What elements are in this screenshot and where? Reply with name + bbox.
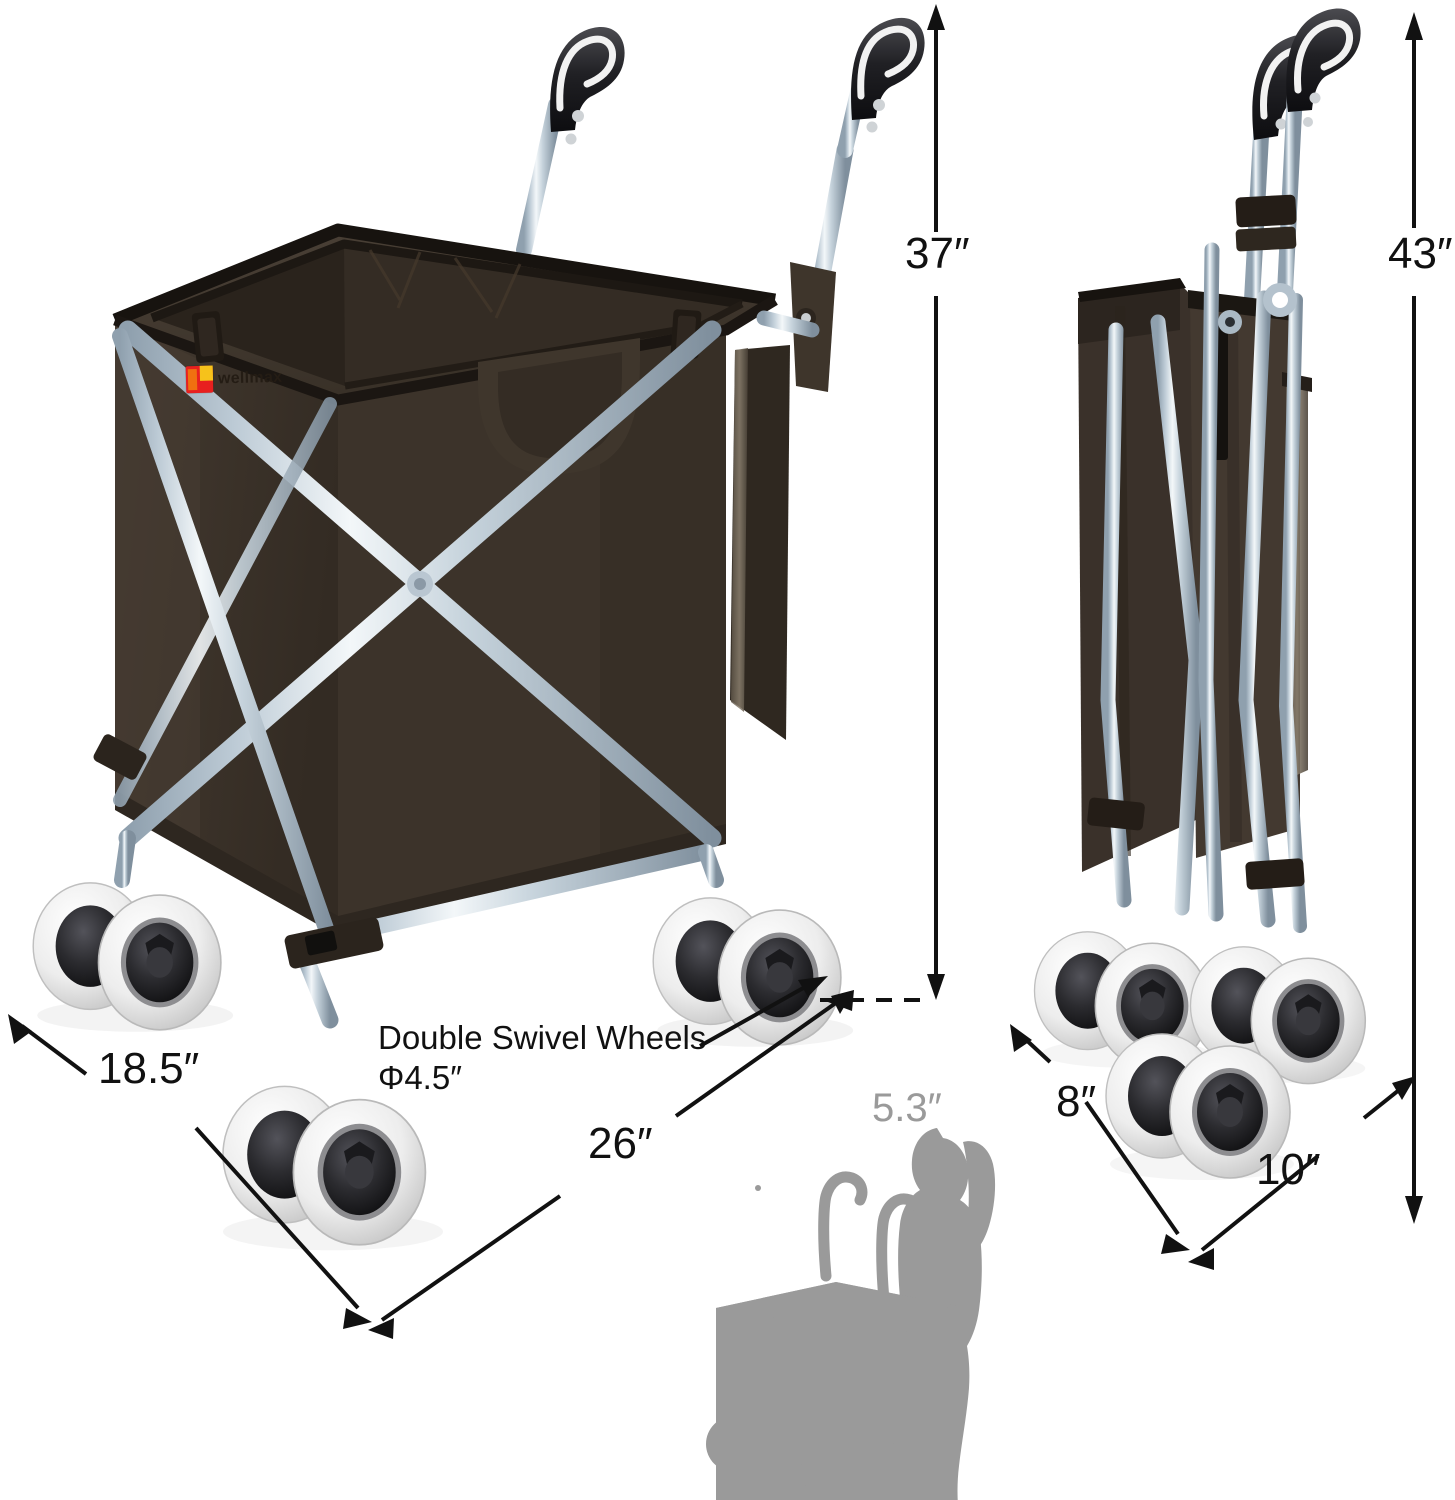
wheel-assembly-rear-right xyxy=(652,897,854,1047)
folded-cart-view xyxy=(1033,8,1367,1180)
brand-logo: wellmax xyxy=(185,364,283,394)
open-cart-view xyxy=(32,17,925,1251)
wellmax-logo-icon xyxy=(185,365,214,394)
dimension-label-open-height: 37″ xyxy=(905,229,970,278)
cart-handle-front xyxy=(516,27,625,258)
reinforcement-tab-left xyxy=(191,311,225,363)
dimension-folded-width xyxy=(1188,1076,1416,1270)
brand-name: wellmax xyxy=(217,368,283,387)
feature-note-line-2: Φ4.5″ xyxy=(378,1059,462,1096)
bottom-strap-buckle-center xyxy=(284,917,384,969)
folded-wheel-assembly-c xyxy=(1105,1033,1294,1180)
scale-silhouette-view xyxy=(706,1128,996,1500)
frame-pivot-joint xyxy=(1218,283,1297,334)
handle-clamp xyxy=(1235,194,1297,252)
dimension-label-open-depth: 18.5″ xyxy=(98,1044,200,1093)
wheel-assembly-rear-left xyxy=(32,882,234,1032)
folded-handle-rear xyxy=(1277,8,1361,300)
dimension-label-open-width: 26″ xyxy=(588,1119,653,1168)
dimension-lines xyxy=(8,4,1423,1339)
dimension-label-person-height: 5.3″ xyxy=(872,1086,942,1130)
dimension-label-folded-depth: 8″ xyxy=(1056,1077,1097,1126)
handle-grip-icon xyxy=(851,17,925,133)
dimension-folded-height xyxy=(1405,12,1423,1224)
dimension-open-height xyxy=(699,4,945,1048)
dimension-label-folded-width: 10″ xyxy=(1256,1145,1321,1194)
folded-frame xyxy=(1087,242,1307,933)
wheel-assembly-front xyxy=(222,1085,443,1251)
dimension-label-folded-height: 43″ xyxy=(1388,229,1453,278)
side-mesh-pocket xyxy=(730,345,790,740)
bottom-strap-buckle-left xyxy=(93,734,147,780)
cart-frame xyxy=(93,310,820,1029)
dimension-folded-depth xyxy=(1010,1024,1190,1254)
feature-note-line-1: Double Swivel Wheels xyxy=(378,1019,707,1056)
dimension-open-width xyxy=(368,990,854,1339)
handle-grip-icon xyxy=(550,27,625,145)
dimension-open-depth xyxy=(8,1014,372,1329)
